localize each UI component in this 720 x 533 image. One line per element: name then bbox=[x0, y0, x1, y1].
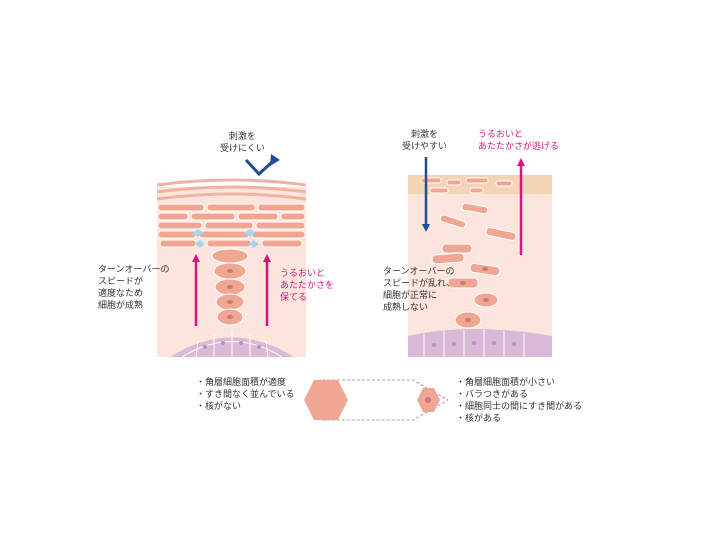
basal-layer bbox=[408, 329, 552, 357]
right-stimulus-label: 刺激を 受けやすい bbox=[402, 130, 448, 152]
cell-nucleus bbox=[425, 397, 431, 403]
deflect-arrow bbox=[244, 158, 274, 177]
lipid-gaps bbox=[192, 229, 259, 248]
cell-nuclei bbox=[227, 269, 233, 319]
dashed-outline bbox=[322, 379, 449, 421]
damaged-cell-points: ・角層細胞面積が小さい ・バラつきがある ・細胞同士の間にすき間がある ・核があ… bbox=[456, 378, 583, 424]
horny-layer bbox=[156, 178, 307, 201]
cell-comparison bbox=[304, 379, 449, 421]
right-turnover-label: ターンオーバーの スピードが乱れ、 細胞が正常に 成熟しない bbox=[383, 267, 456, 313]
irregular-cells bbox=[420, 177, 517, 329]
damaged-skin-panel bbox=[408, 157, 552, 357]
corneocyte-layers bbox=[157, 203, 306, 248]
healthy-cell bbox=[304, 380, 348, 420]
left-moisture-label: うるおいと あたたかさを 保てる bbox=[280, 269, 335, 303]
left-turnover-label: ターンオーバーの スピードが 適度なため 細胞が成熟 bbox=[98, 265, 170, 311]
basal-layer bbox=[170, 331, 294, 358]
healthy-skin-panel bbox=[156, 154, 307, 358]
healthy-cell-points: ・角層細胞面積が適度 ・すき間なく並んでいる ・核がない bbox=[196, 378, 295, 412]
right-moisture-label: うるおいと あたたかさが逃げる bbox=[478, 130, 560, 152]
left-stimulus-label: 刺激を 受けにくい bbox=[220, 132, 265, 154]
cell-nuclei bbox=[460, 267, 489, 322]
